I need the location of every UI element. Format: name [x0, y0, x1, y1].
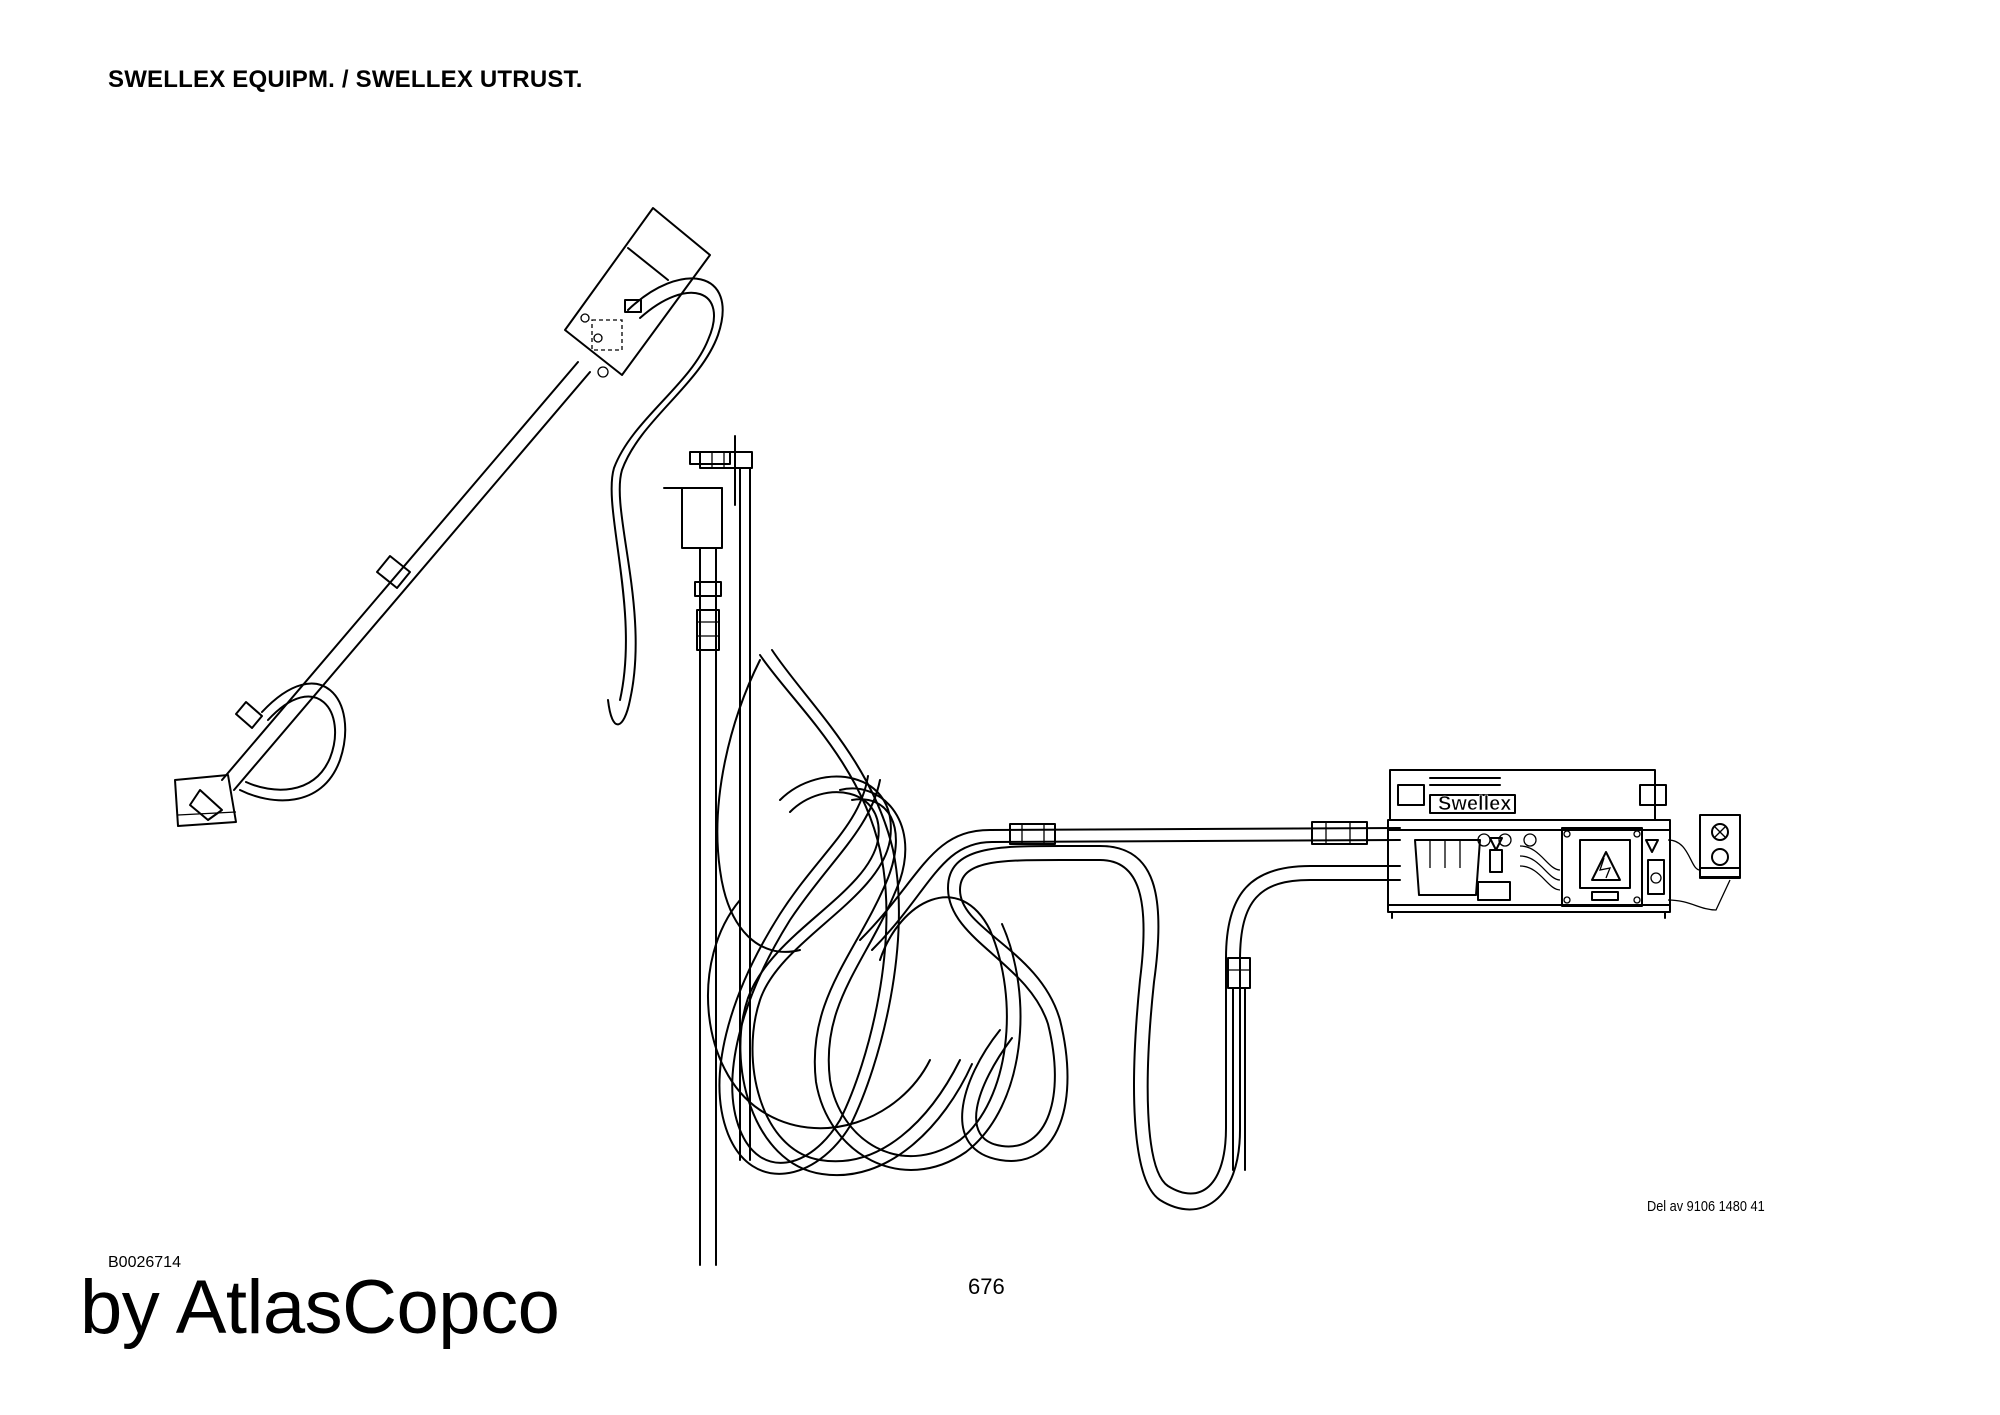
publisher-logo: by AtlasCopco — [80, 1265, 560, 1350]
page-title: SWELLEX EQUIPM. / SWELLEX UTRUST. — [108, 66, 583, 93]
coiled-hose — [707, 649, 1022, 1177]
supply-hose — [859, 821, 1401, 1211]
swellex-logo: Swellex — [1438, 793, 1511, 815]
valve-bracket — [663, 435, 753, 1266]
image-code: B0026714 — [108, 1254, 181, 1271]
swellex-pump-unit: Swellex — [1387, 769, 1741, 919]
drawing-reference: Del av 9106 1480 41 — [1647, 1198, 1765, 1215]
tool-hose — [607, 277, 731, 726]
page-number: 676 — [968, 1274, 1005, 1299]
installation-tool — [174, 207, 711, 827]
